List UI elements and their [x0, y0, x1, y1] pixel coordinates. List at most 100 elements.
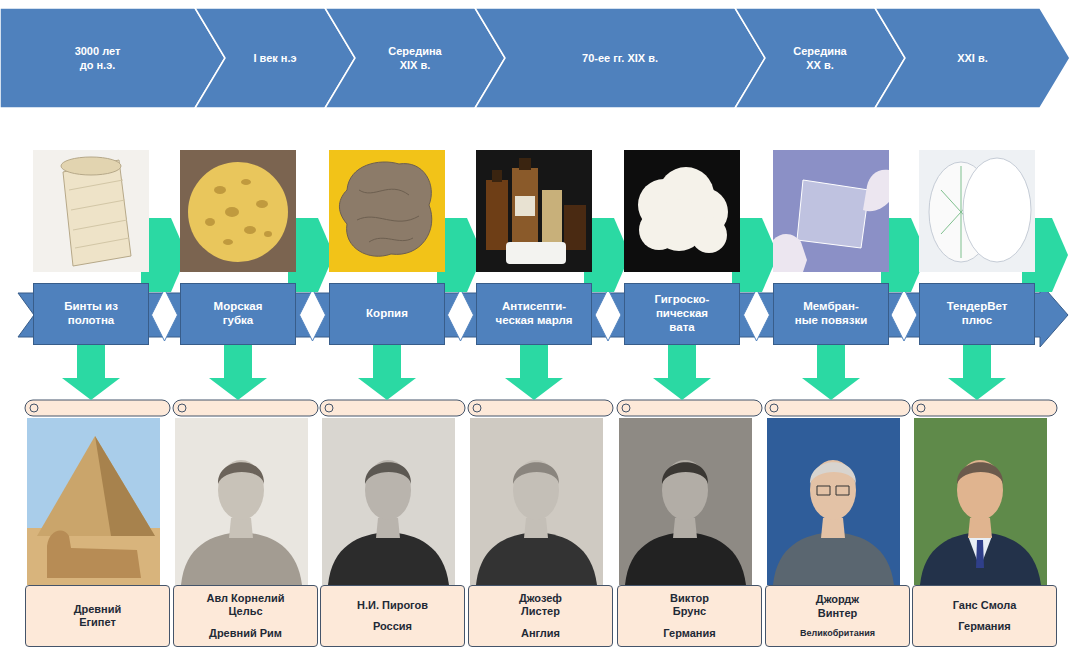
- sponge-photo: [225, 207, 239, 217]
- period-text: Середина XX в.: [790, 44, 850, 73]
- scroll-strip: [770, 404, 778, 412]
- person-card: Ганс СмолаГермания: [912, 400, 1057, 647]
- down-arrow: [209, 345, 267, 400]
- portrait: [619, 418, 752, 585]
- text-holder: 3000 лет до н.э.: [8, 8, 187, 108]
- antiseptic-photo: [519, 158, 531, 170]
- sponge-photo: [264, 231, 272, 237]
- antiseptic-photo: [512, 168, 538, 250]
- bandage-photo: [33, 150, 149, 272]
- text-holder: Середина XX в.: [773, 8, 867, 108]
- text-holder: 70-ее гг. XIX в.: [513, 8, 727, 108]
- cotton-photo: [639, 210, 679, 250]
- text-holder: Морская губка: [199, 300, 277, 328]
- egypt-picture: [47, 531, 141, 578]
- down-arrow: [62, 345, 120, 400]
- person-name: Ганс Смола: [953, 599, 1017, 612]
- material-band: [18, 283, 1068, 347]
- person-name: Виктор Брунс: [655, 592, 725, 618]
- material-box: Морская губка: [180, 283, 296, 345]
- tenderwet-photo: [919, 150, 1035, 272]
- portrait: [957, 460, 1003, 520]
- text-holder: Бинты из полотна: [52, 300, 130, 328]
- antiseptic-photo: [542, 190, 562, 250]
- material-band: [744, 289, 770, 341]
- sponge-photo: [205, 179, 272, 245]
- scroll-strip: [622, 404, 630, 412]
- sponge-photo: [241, 179, 251, 185]
- material-text: Антисепти- ческая марля: [495, 300, 573, 328]
- name-panel: Виктор БрунсГермания: [617, 585, 762, 647]
- portrait: [470, 418, 603, 585]
- portrait: [957, 462, 1003, 484]
- material-text: Корпия: [366, 307, 408, 321]
- material-band: [595, 289, 621, 341]
- person-card: Древний Египет: [25, 400, 170, 647]
- chevron-outline: [475, 8, 765, 108]
- material-band: [18, 283, 1068, 347]
- down-arrow: [653, 345, 711, 400]
- portrait: [365, 462, 411, 484]
- egypt-picture: [37, 436, 155, 536]
- portrait: [625, 532, 746, 585]
- down-arrow: [802, 345, 860, 400]
- portrait: [229, 518, 253, 538]
- chevron-outline: [735, 8, 905, 108]
- membrane-photo: [773, 150, 889, 272]
- lint-photo: [329, 150, 445, 272]
- name-panel: Древний Египет: [25, 585, 170, 647]
- portrait: [968, 518, 992, 538]
- portrait: [767, 418, 900, 585]
- person-country: Древний Рим: [209, 627, 282, 640]
- period-text: 3000 лет до н.э.: [68, 44, 128, 73]
- membrane-photo: [773, 150, 889, 272]
- period-text: 70-ее гг. XIX в.: [582, 51, 658, 65]
- tenderwet-photo: [963, 158, 1031, 262]
- egypt-picture: [27, 418, 160, 585]
- down-arrow: [948, 345, 1006, 400]
- person-name: Джозеф Листер: [506, 592, 576, 618]
- person-country: Великобритания: [800, 628, 875, 639]
- portrait: [914, 418, 1047, 585]
- chevron-shape: [735, 8, 905, 108]
- antiseptic-photo: [492, 170, 502, 182]
- portrait: [817, 486, 849, 495]
- membrane-photo: [863, 170, 889, 212]
- person-country: Англия: [521, 627, 560, 640]
- material-band: [152, 289, 178, 341]
- antiseptic-photo: [515, 196, 535, 216]
- portrait: [968, 536, 992, 568]
- text-holder: I век н.э: [233, 8, 317, 108]
- portrait: [470, 418, 603, 585]
- sponge-photo: [223, 239, 233, 245]
- antiseptic-photo: [564, 205, 586, 250]
- material-box: Мембран- ные повязки: [773, 283, 889, 345]
- portrait: [810, 462, 856, 484]
- person-card: Джордж ВинтерВеликобритания: [765, 400, 910, 647]
- material-text: Морская губка: [199, 300, 277, 328]
- cotton-photo: [624, 150, 740, 272]
- chevron-shape: [0, 8, 225, 108]
- text-holder: Корпия: [366, 307, 408, 321]
- period-chevron: Середина XX в.: [735, 8, 905, 108]
- person-name: Джордж Винтер: [803, 593, 873, 619]
- name-panel: Джозеф ЛистерАнглия: [468, 585, 613, 647]
- material-band: [891, 289, 917, 341]
- egypt-picture: [27, 418, 160, 585]
- period-text: I век н.э: [253, 51, 296, 65]
- cotton-photo: [691, 217, 727, 253]
- antiseptic-photo: [476, 150, 592, 272]
- period-chevron: XXI в.: [875, 8, 1070, 108]
- bandage-photo: [33, 150, 149, 272]
- scroll-strip: [765, 400, 910, 416]
- chevron-outline: [875, 8, 1070, 108]
- text-holder: Мембран- ные повязки: [792, 300, 870, 328]
- name-panel: Джордж ВинтерВеликобритания: [765, 585, 910, 647]
- text-holder: Гигроско- пическая вата: [643, 293, 721, 334]
- person-name: Авл Корнелий Цельс: [193, 592, 298, 618]
- period-chevron: Середина XIX в.: [325, 8, 505, 108]
- period-text: Середина XIX в.: [385, 44, 445, 73]
- portrait: [976, 540, 984, 568]
- egypt-picture: [27, 528, 160, 585]
